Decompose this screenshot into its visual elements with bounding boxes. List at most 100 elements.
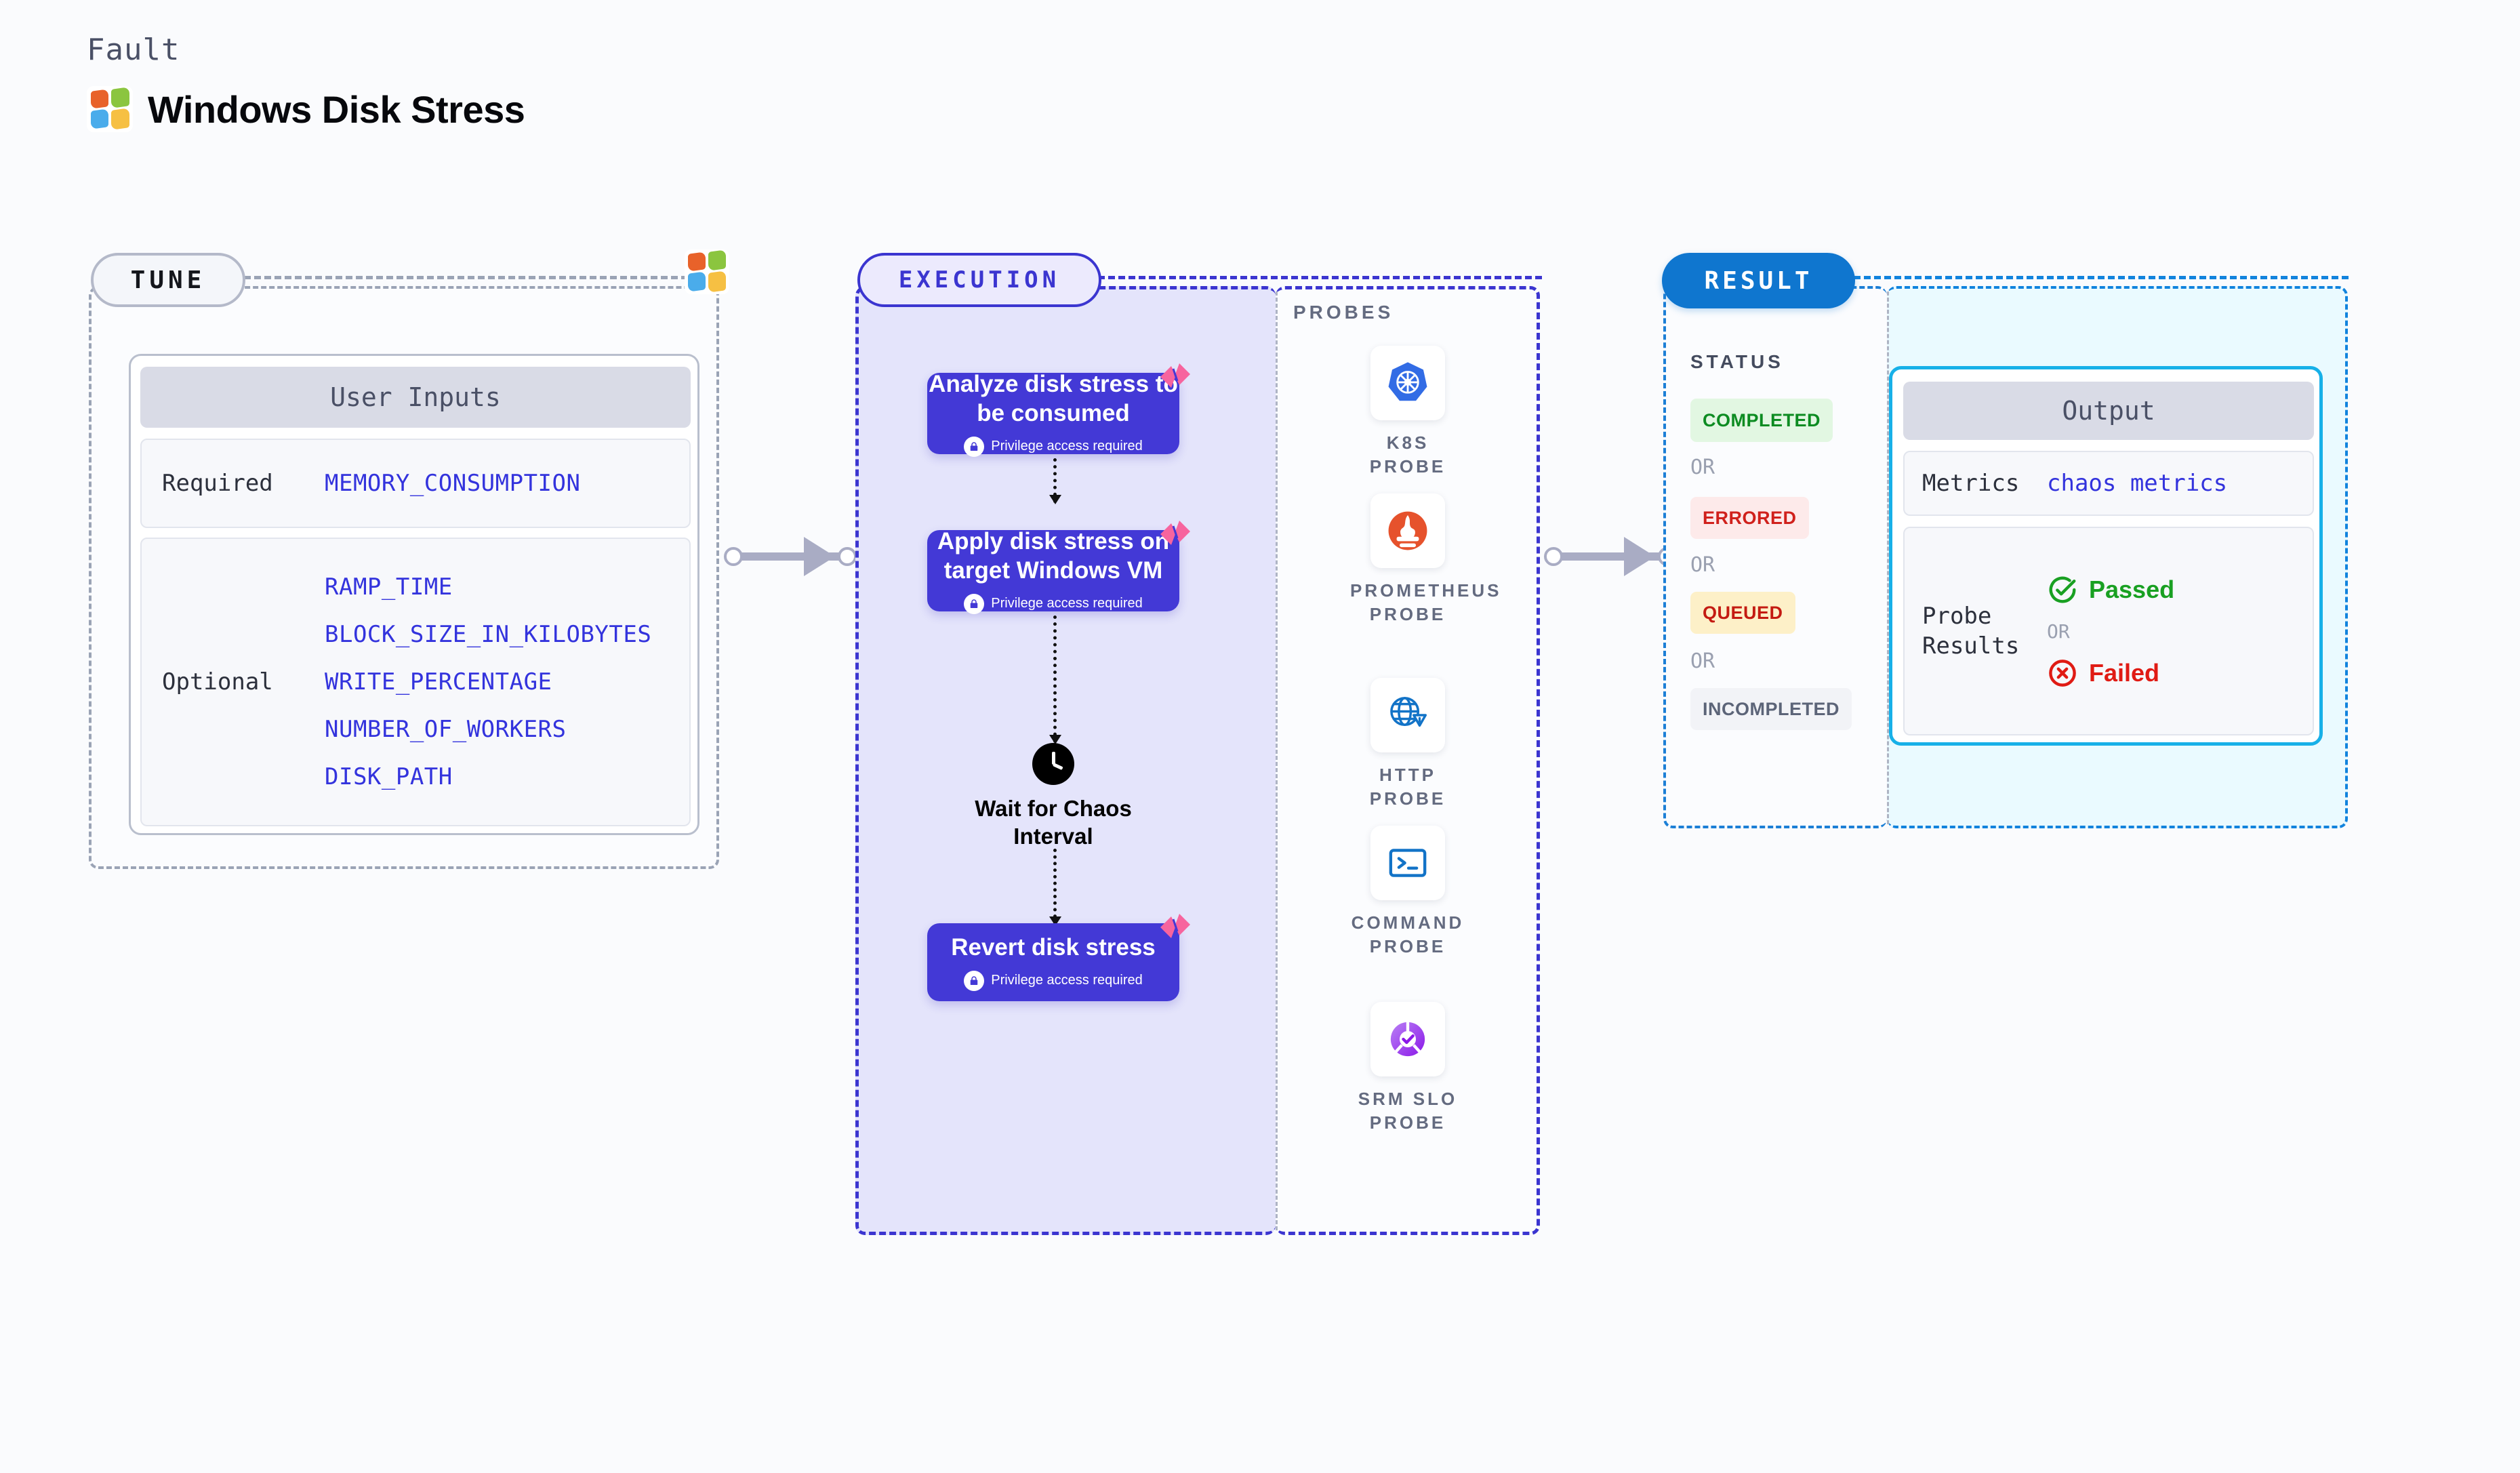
optional-values: RAMP_TIME BLOCK_SIZE_IN_KILOBYTES WRITE_…: [325, 573, 651, 790]
probes-title: PROBES: [1293, 302, 1394, 323]
status-title: STATUS: [1690, 351, 1784, 372]
terminal-icon: [1370, 826, 1445, 900]
lock-icon: [964, 593, 985, 614]
node-privilege-note: Privilege access required: [964, 593, 1143, 614]
execution-to-result-arrow: [1544, 536, 1680, 576]
kubernetes-icon: [1370, 346, 1445, 420]
privilege-text: Privilege access required: [991, 596, 1143, 611]
input-block-size-in-kilobytes[interactable]: BLOCK_SIZE_IN_KILOBYTES: [325, 621, 652, 648]
status-label: QUEUED: [1703, 602, 1783, 623]
status-badge-incompleted: INCOMPLETED: [1690, 688, 1852, 730]
input-number-of-workers[interactable]: NUMBER_OF_WORKERS: [325, 716, 567, 743]
tune-pill-connector: [244, 276, 698, 279]
connector-3: [1049, 849, 1061, 926]
clock-icon: [1032, 743, 1074, 785]
chaos-badge-icon: [1160, 363, 1190, 388]
user-inputs-card: User Inputs Required MEMORY_CONSUMPTION …: [129, 354, 699, 835]
execution-node-apply[interactable]: Apply disk stress on target Windows VM P…: [927, 521, 1190, 614]
probe-label: K8S PROBE: [1369, 432, 1446, 477]
node-title: Revert disk stress: [951, 934, 1156, 961]
required-inputs-row: Required MEMORY_CONSUMPTION: [140, 439, 691, 528]
status-badge-completed: COMPLETED: [1690, 399, 1833, 442]
page-header: Fault Windows Disk Stress: [87, 33, 525, 132]
status-label: COMPLETED: [1703, 409, 1821, 430]
probe-command[interactable]: COMMAND PROBE: [1350, 826, 1465, 959]
output-probe-results-row: Probe Results Passed OR Failed: [1903, 527, 2314, 735]
probe-label: PROMETHEUS PROBE: [1350, 580, 1502, 625]
connector-1: [1049, 458, 1061, 504]
result-divider: [1887, 291, 1889, 824]
status-badge-errored: ERRORED: [1690, 497, 1809, 539]
privilege-text: Privilege access required: [991, 973, 1143, 988]
node-title: Apply disk stress on target Windows VM: [937, 528, 1170, 584]
result-pill-connector: [1854, 276, 2349, 279]
probe-label: SRM SLO PROBE: [1358, 1089, 1458, 1133]
execution-pill-label: EXECUTION: [898, 266, 1061, 294]
output-card: Output Metrics chaos metrics Probe Resul…: [1889, 366, 2323, 746]
arrow-start-dot: [724, 547, 743, 566]
http-globe-alert-icon: [1370, 678, 1445, 752]
input-memory-consumption[interactable]: MEMORY_CONSUMPTION: [325, 470, 581, 497]
probe-prometheus[interactable]: PROMETHEUS PROBE: [1350, 493, 1502, 626]
chaos-badge-icon: [1160, 521, 1190, 545]
probe-results-values: Passed OR Failed: [2047, 574, 2174, 689]
required-label: Required: [162, 470, 273, 497]
probe-label: COMMAND PROBE: [1351, 912, 1465, 957]
probe-result-passed: Passed: [2047, 574, 2174, 605]
execution-pill[interactable]: EXECUTION: [857, 253, 1101, 307]
result-section: [1663, 286, 1887, 828]
arrow-end-dot: [838, 547, 857, 566]
probe-http[interactable]: HTTP PROBE: [1350, 678, 1465, 811]
metrics-label: Metrics: [1922, 470, 2020, 497]
status-label: ERRORED: [1703, 507, 1797, 528]
srm-slo-icon: [1370, 1002, 1445, 1076]
status-or-3: OR: [1690, 649, 1715, 673]
passed-label: Passed: [2089, 575, 2175, 603]
tune-pill-label: TUNE: [130, 266, 206, 294]
connector-2: [1049, 616, 1061, 744]
user-inputs-title: User Inputs: [140, 367, 691, 428]
windows-logo-icon: [685, 249, 729, 294]
node-title: Analyze disk stress to be consumed: [929, 371, 1178, 426]
input-write-percentage[interactable]: WRITE_PERCENTAGE: [325, 668, 552, 695]
probe-result-failed: Failed: [2047, 658, 2174, 689]
probe-k8s[interactable]: K8S PROBE: [1350, 346, 1465, 479]
status-label: INCOMPLETED: [1703, 698, 1840, 719]
title-row: Windows Disk Stress: [87, 86, 525, 132]
chaos-badge-icon: [1160, 914, 1190, 938]
result-pill-label: RESULT: [1704, 266, 1813, 295]
probes-section: [1276, 286, 1540, 1235]
execution-node-revert[interactable]: Revert disk stress Privilege access requ…: [927, 914, 1190, 1001]
windows-logo-icon: [87, 86, 133, 132]
status-or-1: OR: [1690, 456, 1715, 479]
status-badge-queued: QUEUED: [1690, 592, 1795, 634]
status-or-2: OR: [1690, 553, 1715, 577]
metrics-value[interactable]: chaos metrics: [2047, 470, 2228, 497]
output-metrics-row: Metrics chaos metrics: [1903, 451, 2314, 516]
failed-label: Failed: [2089, 658, 2160, 687]
probes-divider: [1276, 291, 1278, 1230]
lock-icon: [964, 436, 985, 457]
arrow-head: [1624, 537, 1655, 576]
execution-pill-connector: [1098, 276, 1542, 279]
arrow-start-dot: [1544, 547, 1563, 566]
tune-to-execution-arrow: [724, 536, 859, 576]
required-values: MEMORY_CONSUMPTION: [325, 470, 580, 497]
check-circle-icon: [2049, 576, 2076, 603]
privilege-text: Privilege access required: [991, 439, 1143, 454]
page-title: Windows Disk Stress: [148, 87, 525, 131]
input-ramp-time[interactable]: RAMP_TIME: [325, 573, 453, 601]
arrow-head: [804, 537, 835, 576]
result-pill[interactable]: RESULT: [1662, 253, 1855, 308]
output-title: Output: [1903, 382, 2314, 440]
execution-node-analyze[interactable]: Analyze disk stress to be consumed Privi…: [927, 363, 1190, 457]
probe-srm-slo[interactable]: SRM SLO PROBE: [1350, 1002, 1465, 1135]
node-privilege-note: Privilege access required: [964, 970, 1143, 991]
fault-eyebrow: Fault: [87, 33, 180, 67]
optional-inputs-row: Optional RAMP_TIME BLOCK_SIZE_IN_KILOBYT…: [140, 538, 691, 826]
probe-results-label: Probe Results: [1922, 602, 2020, 660]
input-disk-path[interactable]: DISK_PATH: [325, 763, 453, 790]
probe-result-or: OR: [2047, 620, 2070, 643]
wait-label: Wait for Chaos Interval: [975, 796, 1132, 849]
tune-pill[interactable]: TUNE: [91, 253, 245, 307]
